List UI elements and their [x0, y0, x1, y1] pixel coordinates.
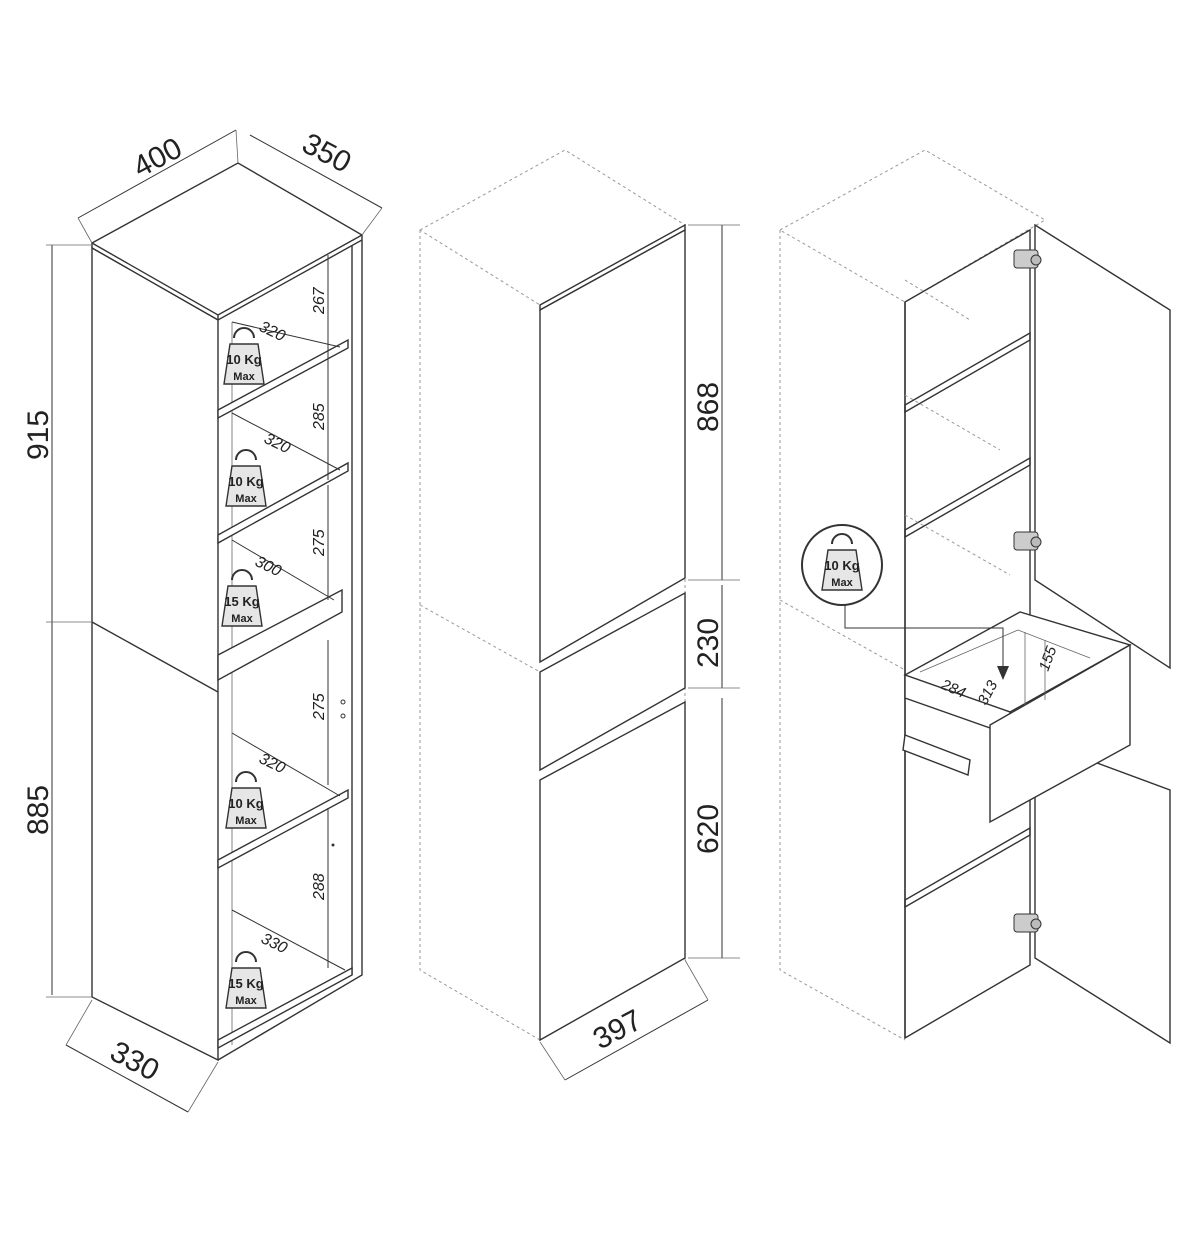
drawer-front-open [989, 643, 1131, 824]
shelf [904, 331, 1031, 414]
weight-icon: 15 Kg Max [221, 569, 263, 627]
door-lower-open [1034, 738, 1171, 1045]
back-edge [217, 240, 363, 1061]
shelf-depth-4: 320 [256, 750, 288, 777]
shelf-depth-1: 320 [256, 318, 288, 345]
svg-text:Max: Max [235, 815, 257, 827]
middle-cabinet-view: 868 230 620 397 [419, 149, 740, 1081]
shelf-gap-1: 267 [311, 286, 328, 315]
dim-drawer-front: 230 [692, 618, 725, 668]
shelf-gap-2: 285 [311, 403, 328, 431]
svg-text:Max: Max [231, 613, 253, 625]
svg-text:Max: Max [235, 493, 257, 505]
dim-height-lower: 885 [22, 785, 55, 835]
svg-text:10 Kg: 10 Kg [824, 558, 859, 573]
hinge-icon [1013, 913, 1042, 933]
right-cabinet-view: 10 Kg Max 284 313 155 [778, 149, 1171, 1045]
weight-icon: 15 Kg Max [225, 951, 267, 1009]
weight-icon: 10 Kg Max [223, 327, 265, 385]
dim-width-top: 400 [128, 132, 188, 185]
shelf [904, 826, 1031, 909]
dim-door-upper: 868 [692, 382, 725, 432]
drawer-slide [902, 734, 971, 776]
dim-height-upper: 915 [22, 410, 55, 460]
hinge-icon [1013, 249, 1042, 269]
svg-text:Max: Max [831, 577, 853, 589]
svg-text:Max: Max [235, 995, 257, 1007]
callout-leader [844, 605, 1004, 672]
weight-icon: 10 Kg Max [225, 771, 267, 829]
hinge-icon [1013, 531, 1042, 551]
shelf-gap-3: 275 [311, 529, 328, 557]
shelf-2 [217, 461, 349, 545]
bottom-panel [217, 966, 353, 1050]
dim-depth-bottom: 330 [105, 1035, 165, 1088]
shelf-4 [217, 788, 349, 870]
svg-text:Max: Max [233, 371, 255, 383]
shelf-depth-3: 300 [252, 553, 284, 580]
weight-icon: 10 Kg Max [821, 533, 863, 591]
shelf-depth-2: 320 [261, 430, 293, 457]
door-upper-open [1034, 223, 1171, 670]
dim-door-lower: 620 [692, 804, 725, 854]
weight-icon: 10 Kg Max [225, 449, 267, 507]
shelf-gap-5: 288 [311, 873, 328, 901]
module-seam [91, 621, 219, 693]
svg-text:15 Kg: 15 Kg [228, 976, 263, 991]
svg-text:10 Kg: 10 Kg [226, 352, 261, 367]
dimline-400 [77, 129, 237, 219]
dim-front-width: 397 [588, 1004, 648, 1057]
door-upper [539, 228, 686, 664]
shelf-3 [217, 588, 343, 682]
left-cabinet-view: 400 350 915 885 330 267 285 275 275 288 … [22, 127, 383, 1113]
shelf-1 [217, 338, 349, 420]
shelf-depth-5: 330 [258, 930, 290, 957]
svg-text:10 Kg: 10 Kg [228, 796, 263, 811]
shelf [904, 456, 1031, 539]
svg-text:10 Kg: 10 Kg [228, 474, 263, 489]
svg-text:15 Kg: 15 Kg [224, 594, 259, 609]
side-panel [91, 246, 219, 1062]
dimline-330 [65, 1044, 189, 1113]
drawer-front [539, 591, 686, 772]
dim-depth-top: 350 [297, 127, 357, 180]
door-lower [539, 700, 686, 1042]
shelf-gap-4: 275 [311, 693, 328, 721]
dimline-350 [249, 134, 383, 209]
